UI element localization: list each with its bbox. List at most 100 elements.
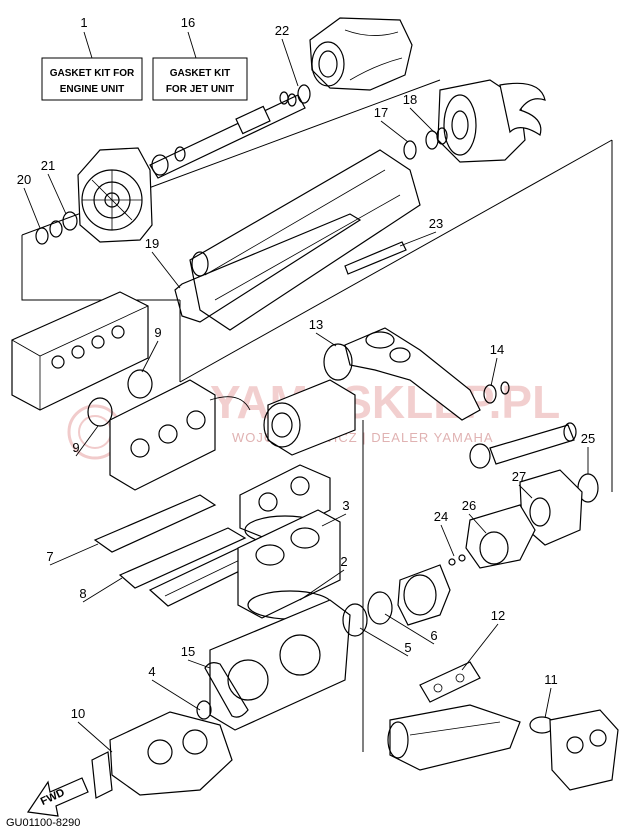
leader-line-2 [299, 569, 345, 601]
tunnel-cover-part [189, 149, 421, 331]
leader-line-15 [187, 659, 211, 669]
leader-line-5 [359, 627, 409, 657]
callout-13: 13 [309, 317, 323, 332]
leader-line-18 [409, 107, 435, 133]
crankcase-part [209, 599, 351, 731]
air-box-part [11, 291, 149, 411]
callout-26: 26 [462, 498, 476, 513]
leader-line-17 [380, 120, 409, 143]
bearing-17-part [403, 140, 417, 160]
leader-line-22 [281, 38, 299, 87]
callout-18: 18 [403, 92, 417, 107]
exhaust-pipe-part [344, 327, 481, 421]
leader-line-19 [151, 251, 181, 289]
kit-engine-line2: ENGINE UNIT [60, 84, 124, 95]
flywheel-part [397, 564, 451, 626]
leader-line-10 [77, 721, 113, 753]
callout-3: 3 [342, 498, 349, 513]
carburetor-part [109, 379, 251, 491]
leader-line-11 [544, 687, 552, 719]
leader-line-14 [490, 357, 498, 387]
oring-15-part [204, 662, 249, 718]
intake-housing-part [77, 147, 153, 243]
seal-21-part [62, 211, 78, 231]
seal-4-part [196, 700, 212, 720]
callout-4: 4 [148, 664, 155, 679]
leader-line-4 [151, 679, 201, 711]
seal-5-part [342, 603, 368, 637]
leader-line-3 [321, 513, 347, 527]
leader-line-7 [49, 543, 99, 566]
callout-27: 27 [512, 469, 526, 484]
gasket-7-part [93, 494, 217, 553]
seal-18-part [425, 130, 439, 150]
leader-line-8 [82, 577, 123, 603]
callout-group: 2345678991011121314151718192021222324252… [17, 23, 595, 753]
leader-line-27 [518, 484, 533, 499]
callout-9: 9 [154, 325, 161, 340]
muffler-part [469, 422, 577, 469]
leader-line-9 [141, 340, 159, 373]
callout-7: 7 [46, 549, 53, 564]
leader-line-6 [384, 613, 435, 645]
callout-1: 1 [80, 15, 87, 30]
callout-6: 6 [430, 628, 437, 643]
callout-14: 14 [490, 342, 504, 357]
leader-line-26 [468, 513, 487, 534]
callout-25: 25 [581, 431, 595, 446]
callout-20: 20 [17, 172, 31, 187]
leader-line-12 [461, 623, 499, 671]
coupler-part [465, 504, 536, 569]
gasket-kit-jet-box: GASKET KIT FOR JET UNIT 16 [152, 15, 248, 101]
impeller-housing-part [437, 79, 546, 163]
cylinder-part [237, 509, 341, 619]
seal-22-part [297, 84, 311, 104]
seal-6-part [367, 591, 393, 625]
callout-19: 19 [145, 236, 159, 251]
gasket-8-part [118, 527, 247, 589]
gasket-9a-part [127, 369, 153, 399]
gasket-19-part [174, 213, 362, 323]
leader-line-9b [75, 425, 99, 457]
gasket-9b-part [87, 397, 113, 427]
diagram-code: GU01100-8290 [6, 817, 80, 829]
callout-2: 2 [340, 554, 347, 569]
gasket-13-part [323, 343, 353, 381]
kit-jet-line1: GASKET KIT [170, 68, 231, 79]
callout-24: 24 [434, 509, 448, 524]
leader-line-13 [315, 332, 337, 347]
gasket-12-part [419, 661, 481, 703]
leader-line-23 [399, 231, 437, 247]
plate-23-part [344, 241, 407, 275]
callout-16: 16 [181, 15, 195, 30]
callout-21: 21 [41, 158, 55, 173]
callout-12: 12 [491, 608, 505, 623]
fwd-arrow-icon: FWD [26, 777, 89, 817]
gasket-kit-engine-box: GASKET KIT FOR ENGINE UNIT 1 [41, 15, 143, 101]
exhaust-chamber-part [263, 379, 356, 456]
callout-17: 17 [374, 105, 388, 120]
kit-jet-line2: FOR JET UNIT [166, 84, 234, 95]
callout-15: 15 [181, 644, 195, 659]
leader-line-21 [47, 173, 67, 215]
callout-5: 5 [404, 640, 411, 655]
water-box-part [387, 704, 521, 771]
callout-22: 22 [275, 23, 289, 38]
washer-20-part [35, 227, 49, 245]
jet-nozzle-part [309, 17, 413, 91]
callout-23: 23 [429, 216, 443, 231]
callout-11: 11 [544, 672, 558, 687]
oring-24-part [448, 558, 456, 566]
kit-engine-line1: GASKET KIT FOR [50, 68, 135, 79]
small-bracket-part [91, 751, 113, 799]
callout-9b: 9 [72, 440, 79, 455]
callout-10: 10 [71, 706, 85, 721]
leader-line-24 [440, 524, 455, 557]
lower-crankcase-part [109, 711, 233, 796]
gasket-14-part [483, 384, 497, 404]
callout-8: 8 [79, 586, 86, 601]
exhaust-manifold-part [549, 709, 619, 791]
leader-line-20 [23, 187, 41, 229]
drive-shaft-part [149, 91, 306, 179]
